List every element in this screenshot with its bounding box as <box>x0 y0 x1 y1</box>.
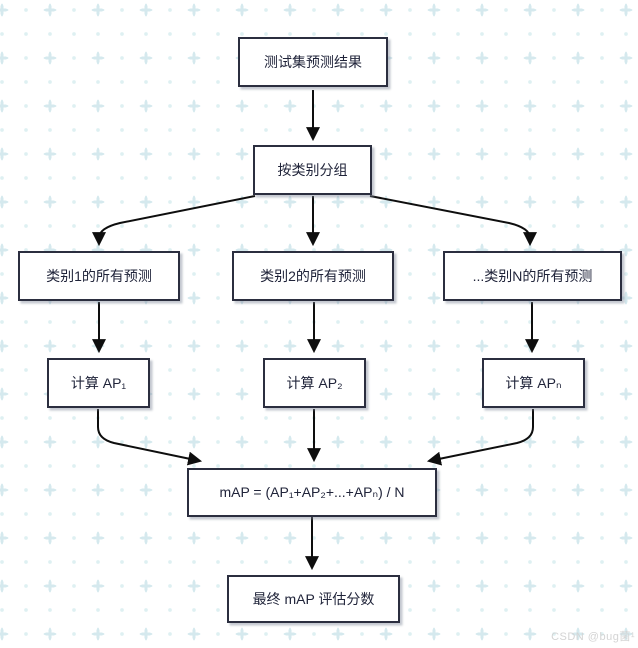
node-compute-apn: 计算 APₙ <box>482 358 585 408</box>
node-compute-ap1: 计算 AP₁ <box>47 358 150 408</box>
edge-ap1-to-map <box>97 409 203 466</box>
node-map-formula: mAP = (AP₁+AP₂+...+APₙ) / N <box>187 468 437 517</box>
node-compute-ap2: 计算 AP₂ <box>263 358 366 408</box>
watermark: CSDN @bug菌¹ <box>551 631 635 643</box>
node-classN-predictions: ...类别N的所有预测 <box>443 251 622 301</box>
edge-apn-to-map <box>426 409 534 466</box>
node-test-predictions: 测试集预测结果 <box>238 37 388 87</box>
edge-group-to-classN <box>369 195 537 247</box>
node-group-by-class: 按类别分组 <box>253 145 372 195</box>
node-class1-predictions: 类别1的所有预测 <box>18 251 180 301</box>
node-final-map-score: 最终 mAP 评估分数 <box>227 575 400 623</box>
node-class2-predictions: 类别2的所有预测 <box>232 251 394 301</box>
edge-group-to-class1 <box>92 195 256 247</box>
